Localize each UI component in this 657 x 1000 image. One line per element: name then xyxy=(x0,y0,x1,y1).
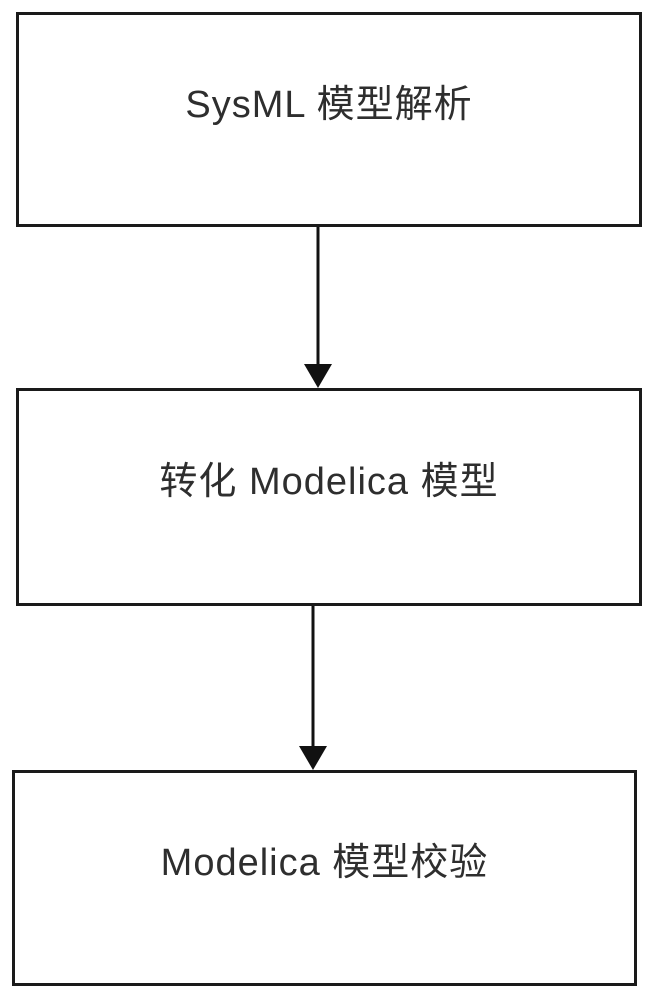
arrow-down-icon-2 xyxy=(299,606,327,770)
node-convert-modelica-model: 转化 Modelica 模型 xyxy=(16,388,642,606)
arrow-down-icon-1 xyxy=(304,227,332,388)
node-sysml-model-parsing: SysML 模型解析 xyxy=(16,12,642,227)
node-label-convert-modelica-model: 转化 Modelica 模型 xyxy=(159,461,499,503)
node-modelica-model-verification: Modelica 模型校验 xyxy=(12,770,637,986)
node-label-modelica-model-verification: Modelica 模型校验 xyxy=(160,842,489,884)
node-label-sysml-model-parsing: SysML 模型解析 xyxy=(185,83,473,126)
